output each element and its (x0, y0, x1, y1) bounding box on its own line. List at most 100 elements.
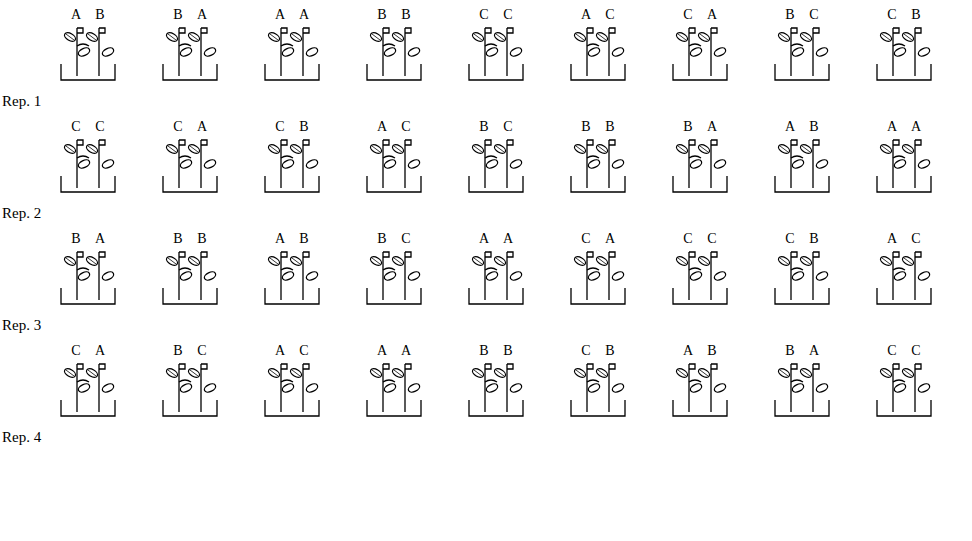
treatment-letter: B (294, 120, 314, 134)
treatment-letter: C (882, 8, 902, 22)
potted-plants (265, 140, 319, 192)
treatment-letter: C (576, 232, 596, 246)
treatment-letter: A (66, 8, 86, 22)
potted-plants (775, 28, 829, 80)
potted-plants (163, 140, 217, 192)
treatment-letter: B (90, 8, 110, 22)
potted-plants (877, 364, 931, 416)
treatment-letter: A (804, 344, 824, 358)
rep-label: Rep. 2 (2, 206, 41, 221)
treatment-letter: B (780, 344, 800, 358)
potted-plants (367, 28, 421, 80)
treatment-letter: B (474, 344, 494, 358)
treatment-letter: B (780, 8, 800, 22)
treatment-letter: C (600, 8, 620, 22)
potted-plants (571, 364, 625, 416)
treatment-letter: A (90, 344, 110, 358)
treatment-letter: C (702, 232, 722, 246)
treatment-letter: B (168, 8, 188, 22)
treatment-letter: B (906, 8, 926, 22)
treatment-letter: C (192, 344, 212, 358)
potted-plants (367, 364, 421, 416)
potted-plants (61, 28, 115, 80)
treatment-letter: C (396, 120, 416, 134)
treatment-letter: A (882, 232, 902, 246)
treatment-letter: A (498, 232, 518, 246)
treatment-letter: B (498, 344, 518, 358)
treatment-letter: B (192, 232, 212, 246)
treatment-letter: A (882, 120, 902, 134)
treatment-letter: A (90, 232, 110, 246)
treatment-letter: B (600, 120, 620, 134)
potted-plants (877, 252, 931, 304)
treatment-letter: A (576, 8, 596, 22)
treatment-letter: C (90, 120, 110, 134)
treatment-letter: A (192, 120, 212, 134)
treatment-letter: B (168, 344, 188, 358)
treatment-letter: B (678, 120, 698, 134)
potted-plants (775, 252, 829, 304)
treatment-letter: C (780, 232, 800, 246)
treatment-letter: B (168, 232, 188, 246)
potted-plants (163, 252, 217, 304)
treatment-letter: C (66, 344, 86, 358)
potted-plants (571, 252, 625, 304)
treatment-letter: C (270, 120, 290, 134)
rep-label: Rep. 3 (2, 318, 41, 333)
treatment-letter: A (780, 120, 800, 134)
potted-plants (877, 140, 931, 192)
treatment-letter: C (906, 232, 926, 246)
potted-plants (469, 252, 523, 304)
treatment-letter: C (498, 120, 518, 134)
treatment-letter: A (372, 120, 392, 134)
potted-plants (61, 140, 115, 192)
treatment-letter: A (702, 120, 722, 134)
treatment-letter: B (804, 120, 824, 134)
treatment-letter: B (66, 232, 86, 246)
treatment-letter: A (270, 8, 290, 22)
treatment-letter: A (474, 232, 494, 246)
treatment-letter: C (396, 232, 416, 246)
rep-label: Rep. 4 (2, 430, 41, 445)
treatment-letter: C (474, 8, 494, 22)
potted-plants (775, 140, 829, 192)
potted-plants (571, 28, 625, 80)
potted-plants (469, 28, 523, 80)
treatment-letter: C (906, 344, 926, 358)
potted-plants (571, 140, 625, 192)
rep-label: Rep. 1 (2, 94, 41, 109)
treatment-letter: A (396, 344, 416, 358)
potted-plants (673, 140, 727, 192)
treatment-letter: C (294, 344, 314, 358)
treatment-letter: C (168, 120, 188, 134)
potted-plants (265, 252, 319, 304)
potted-plants (673, 28, 727, 80)
potted-plants (163, 28, 217, 80)
potted-plants (61, 364, 115, 416)
treatment-letter: B (372, 8, 392, 22)
potted-plants (163, 364, 217, 416)
treatment-letter: C (66, 120, 86, 134)
potted-plants (265, 28, 319, 80)
treatment-letter: A (702, 8, 722, 22)
potted-plants (673, 364, 727, 416)
potted-plants (469, 364, 523, 416)
treatment-letter: B (600, 344, 620, 358)
treatment-letter: C (576, 344, 596, 358)
potted-plants (61, 252, 115, 304)
treatment-letter: A (294, 8, 314, 22)
treatment-letter: A (678, 344, 698, 358)
treatment-letter: B (294, 232, 314, 246)
potted-plants (265, 364, 319, 416)
potted-plants (775, 364, 829, 416)
treatment-letter: A (270, 344, 290, 358)
treatment-letter: C (498, 8, 518, 22)
treatment-letter: B (372, 232, 392, 246)
potted-plants (673, 252, 727, 304)
treatment-letter: A (192, 8, 212, 22)
potted-plants (367, 140, 421, 192)
treatment-letter: C (678, 8, 698, 22)
treatment-letter: C (882, 344, 902, 358)
